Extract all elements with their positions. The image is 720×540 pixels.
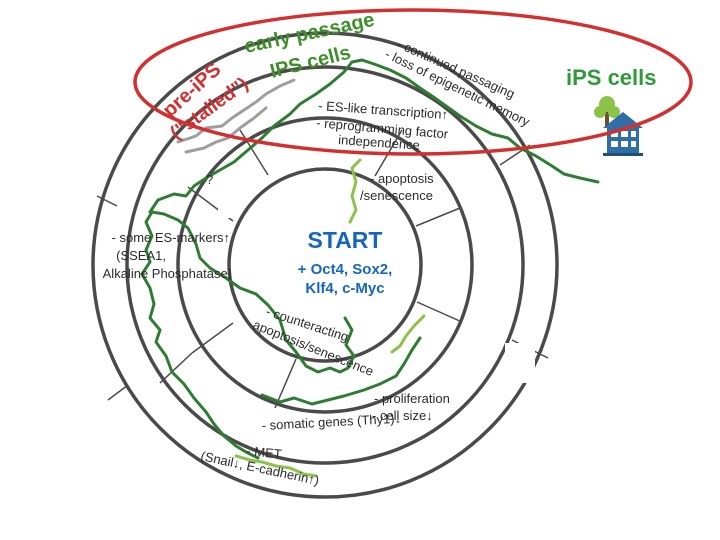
label-es-transcription-3: independence [338, 132, 421, 153]
spoke [191, 322, 234, 354]
path-main [140, 210, 356, 460]
reprogramming-paths [140, 58, 600, 478]
rings [91, 31, 559, 499]
spoke [239, 129, 269, 176]
label-es-markers-2: (SSEA1, [116, 248, 166, 263]
ring-gap [575, 160, 625, 190]
path-stalled-2 [184, 106, 268, 154]
center-title: START [308, 227, 383, 253]
highlight-ellipse [133, 8, 693, 156]
label-apoptosis-2: /senescence [360, 188, 433, 203]
spoke [416, 301, 463, 323]
label-es-markers-3: Alkaline Phosphatase) [103, 266, 232, 281]
ring-gap [505, 343, 535, 383]
label-met: - MET [246, 443, 283, 462]
path-early-passage [148, 58, 600, 214]
label-ips-cells: iPS cells [566, 65, 657, 90]
center-factors-line2: Klf4, c-Myc [305, 280, 384, 297]
path-light-b [390, 314, 426, 354]
label-es-markers-1: - some ES-markers↑ [112, 230, 230, 245]
path-secondary [260, 336, 422, 406]
path-stalled [176, 78, 296, 144]
label-somatic-genes: - somatic genes (Thy1)↓ [261, 411, 401, 433]
label-apoptosis-1: - apoptosis [370, 171, 434, 186]
question-mark: ? [206, 172, 213, 187]
spoke [96, 195, 118, 207]
center-factors-line1: + Oct4, Sox2, [298, 261, 393, 278]
ring-3 [125, 65, 525, 465]
path-light-c [234, 454, 318, 478]
ring-gap [218, 190, 238, 218]
ring-outer [91, 31, 559, 499]
spoke [107, 384, 129, 401]
label-proliferation: - proliferation [374, 391, 450, 406]
label-cell-size: - cell size↓ [372, 408, 433, 423]
ring-2 [176, 116, 474, 414]
tree-icon [594, 96, 620, 128]
spoke [159, 352, 193, 384]
path-light-a [348, 158, 362, 224]
ring-inner [227, 167, 423, 363]
spoke [415, 207, 461, 227]
